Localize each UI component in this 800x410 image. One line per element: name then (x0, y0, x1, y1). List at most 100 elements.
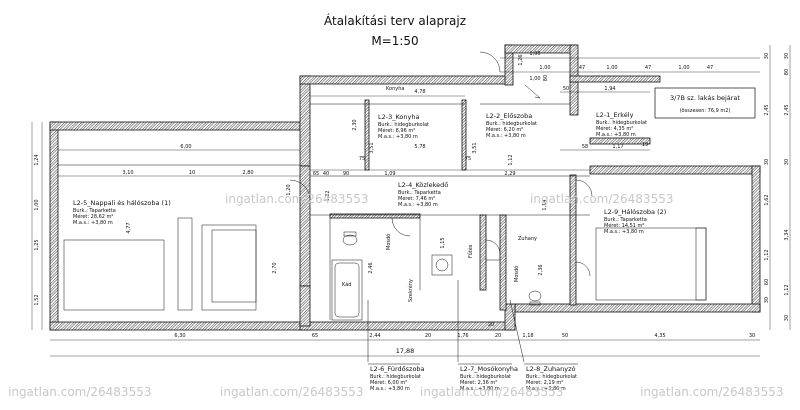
svg-text:1,20: 1,20 (286, 184, 292, 195)
entrance-label: 3/7B sz. lakás bejárat (összesen: 76,9 m… (654, 87, 756, 119)
svg-text:Burk.: hidegburkolat: Burk.: hidegburkolat (526, 374, 577, 380)
svg-text:2,70: 2,70 (272, 262, 278, 273)
svg-text:4,35: 4,35 (654, 333, 665, 339)
svg-text:L2-6_Fürdőszoba: L2-6_Fürdőszoba (370, 364, 425, 373)
svg-text:17,88: 17,88 (396, 347, 415, 355)
svg-text:Burk.: hidegburkolat: Burk.: hidegburkolat (596, 120, 647, 126)
svg-text:Méret: 14,51 m²: Méret: 14,51 m² (604, 222, 644, 229)
svg-text:30: 30 (764, 159, 770, 165)
svg-text:1,52: 1,52 (34, 294, 40, 305)
room-eloszoba: L2-2_Előszoba Burk.: hidegburkolat Méret… (486, 111, 537, 139)
svg-text:Burk.: hidegburkolat: Burk.: hidegburkolat (460, 374, 511, 380)
svg-text:1,12: 1,12 (784, 284, 790, 295)
svg-text:2,45: 2,45 (784, 104, 790, 115)
svg-text:M.a.s.: +3,80 m: M.a.s.: +3,80 m (460, 386, 500, 392)
svg-text:30: 30 (784, 159, 790, 165)
svg-text:1,00: 1,00 (678, 65, 689, 71)
svg-text:1,00: 1,00 (529, 51, 540, 57)
svg-text:L2-7_Mosókonyha: L2-7_Mosókonyha (460, 365, 518, 373)
svg-text:30: 30 (784, 315, 790, 321)
svg-text:20: 20 (425, 333, 431, 339)
svg-text:5,78: 5,78 (414, 144, 425, 150)
svg-text:1,22: 1,22 (325, 190, 331, 201)
svg-text:L2-4_Közlekedő: L2-4_Közlekedő (398, 180, 448, 189)
svg-text:1,14: 1,14 (542, 199, 548, 210)
svg-text:Méret: 2,19 m²: Méret: 2,19 m² (526, 379, 563, 386)
svg-text:2,45: 2,45 (764, 104, 770, 115)
svg-text:2,36: 2,36 (538, 264, 544, 275)
watermarks: ingatlan.com/26483553 ingatlan.com/26483… (8, 192, 783, 399)
svg-text:47: 47 (645, 65, 651, 71)
svg-text:1,00: 1,00 (606, 65, 617, 71)
svg-text:Mosdó: Mosdó (513, 266, 520, 282)
svg-text:Burk.: Taparketta: Burk.: Taparketta (73, 208, 116, 214)
plan-title: Átalakítási terv alaprajz (324, 13, 466, 28)
walls (49, 44, 761, 331)
svg-text:20: 20 (495, 333, 501, 339)
svg-text:Méret: 2,36 m²: Méret: 2,36 m² (460, 379, 497, 386)
room-erkely: L2-1_Erkély Burk.: hidegburkolat Méret: … (596, 111, 647, 138)
svg-text:Zuhany: Zuhany (518, 236, 537, 242)
svg-text:Burk.: hidegburkolat: Burk.: hidegburkolat (378, 122, 429, 128)
svg-text:30: 30 (749, 333, 755, 339)
svg-text:6,00: 6,00 (180, 144, 191, 150)
svg-text:1,62: 1,62 (764, 194, 770, 205)
svg-text:1,17: 1,17 (612, 144, 623, 150)
svg-text:ingatlan.com/26483553: ingatlan.com/26483553 (225, 192, 368, 206)
fixture-labels: Konyha Kád Mosdó Mosdó Zuhany Fűtés Szek… (342, 86, 537, 302)
room-nappali: L2-5_Nappali és hálószoba (1) Burk.: Tap… (73, 199, 171, 226)
svg-text:L2-2_Előszoba: L2-2_Előszoba (486, 111, 532, 120)
room-mosokonyha: L2-7_Mosókonyha Burk.: hidegburkolat Mér… (460, 365, 518, 392)
interior-lines (58, 51, 707, 321)
svg-text:80: 80 (784, 69, 790, 75)
svg-text:Szekrény: Szekrény (407, 279, 414, 302)
svg-text:L2-3_Konyha: L2-3_Konyha (378, 113, 419, 121)
svg-text:47: 47 (707, 65, 713, 71)
svg-text:80: 80 (543, 75, 549, 81)
svg-text:Méret: 28,62 m²: Méret: 28,62 m² (73, 213, 113, 220)
room-konyha: L2-3_Konyha Burk.: hidegburkolat Méret: … (378, 113, 429, 140)
dimension-texts: 6,30 65 2,44 20 1,76 20 1,18 50 4,35 30 … (34, 51, 790, 355)
svg-text:Burk.: Taparketta: Burk.: Taparketta (398, 190, 441, 196)
svg-text:ingatlan.com/26483553: ingatlan.com/26483553 (640, 385, 783, 399)
svg-text:1,12: 1,12 (508, 154, 514, 165)
svg-text:M.a.s.: +3,80 m: M.a.s.: +3,80 m (370, 386, 410, 392)
svg-text:4,78: 4,78 (414, 89, 425, 95)
svg-text:L2-9_Hálószoba (2): L2-9_Hálószoba (2) (604, 208, 666, 216)
svg-text:10: 10 (189, 170, 195, 176)
svg-text:50: 50 (563, 86, 569, 92)
svg-text:30: 30 (784, 53, 790, 59)
svg-text:2,46: 2,46 (368, 262, 374, 273)
svg-text:Fűtés: Fűtés (467, 244, 474, 258)
room-furdoszoba: L2-6_Fürdőszoba Burk.: hidegburkolat Mér… (370, 364, 425, 392)
svg-text:3,10: 3,10 (122, 170, 133, 176)
svg-text:20: 20 (488, 322, 494, 328)
svg-text:L2-5_Nappali és hálószoba (1): L2-5_Nappali és hálószoba (1) (73, 199, 171, 207)
dimension-lines (31, 45, 791, 357)
svg-text:Burk.: Taparketta: Burk.: Taparketta (604, 217, 647, 223)
svg-text:Konyha: Konyha (386, 86, 404, 92)
svg-text:58: 58 (582, 144, 588, 150)
svg-text:1,76: 1,76 (457, 333, 468, 339)
svg-text:1,26: 1,26 (518, 54, 524, 65)
svg-text:1,94: 1,94 (604, 86, 615, 92)
svg-text:M.a.s.: +3,80 m: M.a.s.: +3,80 m (398, 202, 438, 208)
svg-text:ingatlan.com/26483553: ingatlan.com/26483553 (220, 385, 363, 399)
svg-text:19: 19 (642, 142, 648, 148)
svg-text:30: 30 (764, 297, 770, 303)
svg-text:4,77: 4,77 (126, 222, 132, 233)
svg-text:75: 75 (359, 156, 365, 162)
svg-text:1,18: 1,18 (522, 333, 533, 339)
svg-text:Burk.: hidegburkolat: Burk.: hidegburkolat (486, 121, 537, 127)
svg-text:M.a.s.: +3,80 m: M.a.s.: +3,80 m (526, 386, 566, 392)
svg-text:3,51: 3,51 (369, 142, 375, 153)
svg-text:ingatlan.com/26483553: ingatlan.com/26483553 (420, 385, 563, 399)
svg-text:Méret: 8,96 m²: Méret: 8,96 m² (378, 127, 415, 134)
svg-text:3/7B sz. lakás bejárat: 3/7B sz. lakás bejárat (670, 94, 740, 102)
svg-text:(összesen: 76,9 m2): (összesen: 76,9 m2) (680, 108, 731, 114)
svg-text:65: 65 (313, 171, 319, 177)
svg-text:2,80: 2,80 (242, 170, 253, 176)
svg-text:1,00: 1,00 (34, 199, 40, 210)
svg-text:60: 60 (764, 279, 770, 285)
